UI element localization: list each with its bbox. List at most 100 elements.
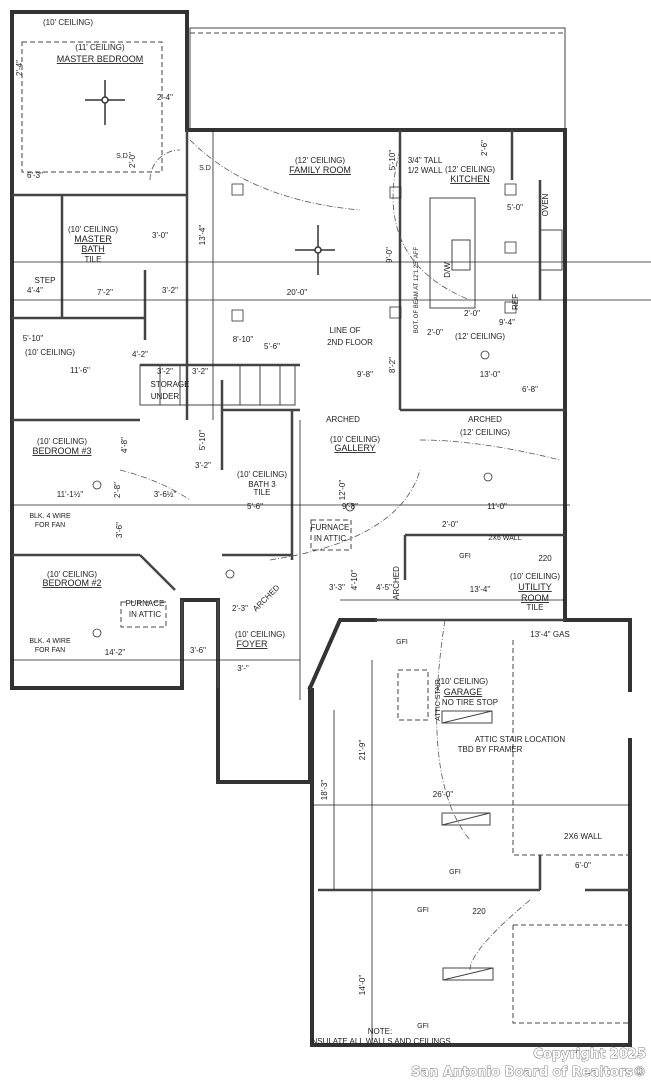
- plan-label: ARCHED: [468, 415, 502, 424]
- plan-label: (10' CEILING): [37, 437, 87, 446]
- plan-label: 2'-0": [427, 328, 443, 337]
- plan-label: FAMILY ROOM: [289, 165, 351, 175]
- plan-label: 12'-0": [338, 480, 347, 501]
- plan-label: 11'-6": [70, 366, 90, 375]
- plan-label: GFI: [417, 907, 429, 914]
- plan-label: FURNACE: [126, 599, 165, 608]
- plan-label: 11'-1½": [57, 490, 84, 499]
- plan-label: 1/2 WALL: [408, 166, 443, 175]
- plan-label: ARCHED: [251, 583, 281, 613]
- plan-label: (12' CEILING): [445, 165, 495, 174]
- plan-label: 6'-0": [575, 861, 591, 870]
- plan-label: ATTIC STAIR LOCATION: [475, 735, 565, 744]
- plan-label: 8'-10": [233, 335, 254, 344]
- plan-label: 9'-4": [499, 318, 515, 327]
- plan-label: 14'-0": [358, 975, 367, 996]
- stairs: [139, 364, 296, 406]
- plan-label: MASTER BEDROOM: [57, 54, 144, 64]
- ceiling-fan-icon: [295, 225, 335, 275]
- plan-label: 14'-2": [105, 648, 126, 657]
- rear-patio-outline: [189, 27, 566, 131]
- plan-label: 3/4" TALL: [408, 156, 443, 165]
- plan-label: 8'-2": [388, 357, 397, 373]
- plan-label: NOTE:: [368, 1027, 392, 1036]
- plan-label: 3'-3": [329, 583, 345, 592]
- plan-label: (10' CEILING): [330, 435, 380, 444]
- plan-label: 3'-0": [152, 231, 168, 240]
- garage-attic-fixtures: [441, 710, 494, 981]
- plan-label: FOR FAN: [35, 647, 65, 654]
- ceiling-fan-icon: [85, 80, 125, 125]
- plan-label: 3'-6": [115, 522, 124, 538]
- plan-label: S.D: [116, 153, 128, 160]
- plan-label: ATTIC STAIR: [435, 679, 442, 721]
- plan-label: 20'-0": [287, 288, 308, 297]
- plan-label: 18'-3": [320, 780, 329, 801]
- kitchen-island: [429, 197, 563, 309]
- watermark: Copyright 2025 San Antonio Board of Real…: [411, 1047, 647, 1080]
- plan-label: 220: [472, 907, 486, 916]
- plan-label: GFI: [459, 553, 471, 560]
- plan-label: (12' CEILING): [295, 156, 345, 165]
- plan-label: FOYER: [236, 639, 268, 649]
- plan-label: TBD BY FRAMER: [458, 745, 523, 754]
- plan-label: TILE: [254, 488, 271, 497]
- plan-label: 5'-6": [264, 342, 280, 351]
- plan-label: 6'-8": [522, 385, 538, 394]
- light-fixture-icons: [92, 183, 517, 638]
- plan-label: IN ATTIC: [314, 534, 347, 543]
- plan-label: INSULATE ALL WALLS AND CEILINGS: [309, 1037, 451, 1046]
- plan-label: 3'-6": [190, 646, 206, 655]
- plan-label: UNDER: [151, 392, 180, 401]
- plan-label: BEDROOM #3: [32, 446, 91, 456]
- plan-label: UTILITY: [518, 582, 552, 592]
- plan-label: 2'-3": [232, 604, 248, 613]
- plan-label: 2X6 WALL: [564, 832, 602, 841]
- plan-label: (10' CEILING): [438, 677, 488, 686]
- plan-label: 3'-2": [162, 286, 178, 295]
- plan-label: LINE OF: [329, 326, 360, 335]
- plan-label: (10' CEILING): [510, 572, 560, 581]
- plan-label: 13'-4": [198, 225, 207, 246]
- plan-label: 5'-10": [198, 430, 207, 451]
- plan-label: 4'-10": [350, 570, 359, 591]
- plan-label: (10' CEILING): [25, 348, 75, 357]
- plan-label: (12' CEILING): [455, 332, 505, 341]
- plan-label: 13'-4": [470, 585, 491, 594]
- plan-label: D/W: [443, 262, 452, 278]
- plan-label: (10' CEILING): [47, 570, 97, 579]
- plan-label: ARCHED: [326, 415, 360, 424]
- plan-label: TILE: [85, 255, 102, 264]
- interior-walls: [12, 130, 630, 892]
- plan-labels: (10' CEILING)(11' CEILING)MASTER BEDROOM…: [15, 18, 603, 1046]
- plan-label: TILE: [527, 603, 544, 612]
- plan-label: 13'-0": [480, 370, 501, 379]
- plan-label: 2'-8": [113, 482, 122, 498]
- plan-label: 2'-0": [442, 520, 458, 529]
- plan-label: 2X6 WALL: [488, 535, 521, 542]
- plan-label: 5'-10": [23, 334, 44, 343]
- plan-label: (10' CEILING): [68, 225, 118, 234]
- door-swing-arcs: [119, 139, 561, 971]
- plan-label: KITCHEN: [450, 174, 490, 184]
- plan-label: STORAGE: [151, 380, 190, 389]
- plan-label: 2'-6": [480, 140, 489, 156]
- plan-label: 5'-0": [507, 203, 523, 212]
- plan-label: FOR FAN: [35, 522, 65, 529]
- plan-label: 4'-8": [120, 437, 129, 453]
- plan-label: (10' CEILING): [237, 470, 287, 479]
- plan-label: 4'-4": [27, 286, 43, 295]
- plan-label: 5'-6": [247, 502, 263, 511]
- plan-label: NO TIRE STOP: [442, 698, 498, 707]
- plan-label: 3'-2": [157, 367, 173, 376]
- watermark-board: San Antonio Board of Realtors®: [411, 1065, 646, 1080]
- plan-label: 11'-0": [487, 502, 507, 511]
- plan-label: FURNACE: [311, 523, 350, 532]
- plan-label: 7'-2": [97, 288, 113, 297]
- plan-label: 6'-3": [27, 171, 43, 180]
- plan-label: ARCHED: [392, 566, 401, 600]
- plan-label: 2'-4": [15, 60, 24, 76]
- plan-label: 13'-4" GAS: [530, 630, 570, 639]
- plan-label: 3'-2": [195, 461, 211, 470]
- dimension-lines: [12, 130, 651, 1045]
